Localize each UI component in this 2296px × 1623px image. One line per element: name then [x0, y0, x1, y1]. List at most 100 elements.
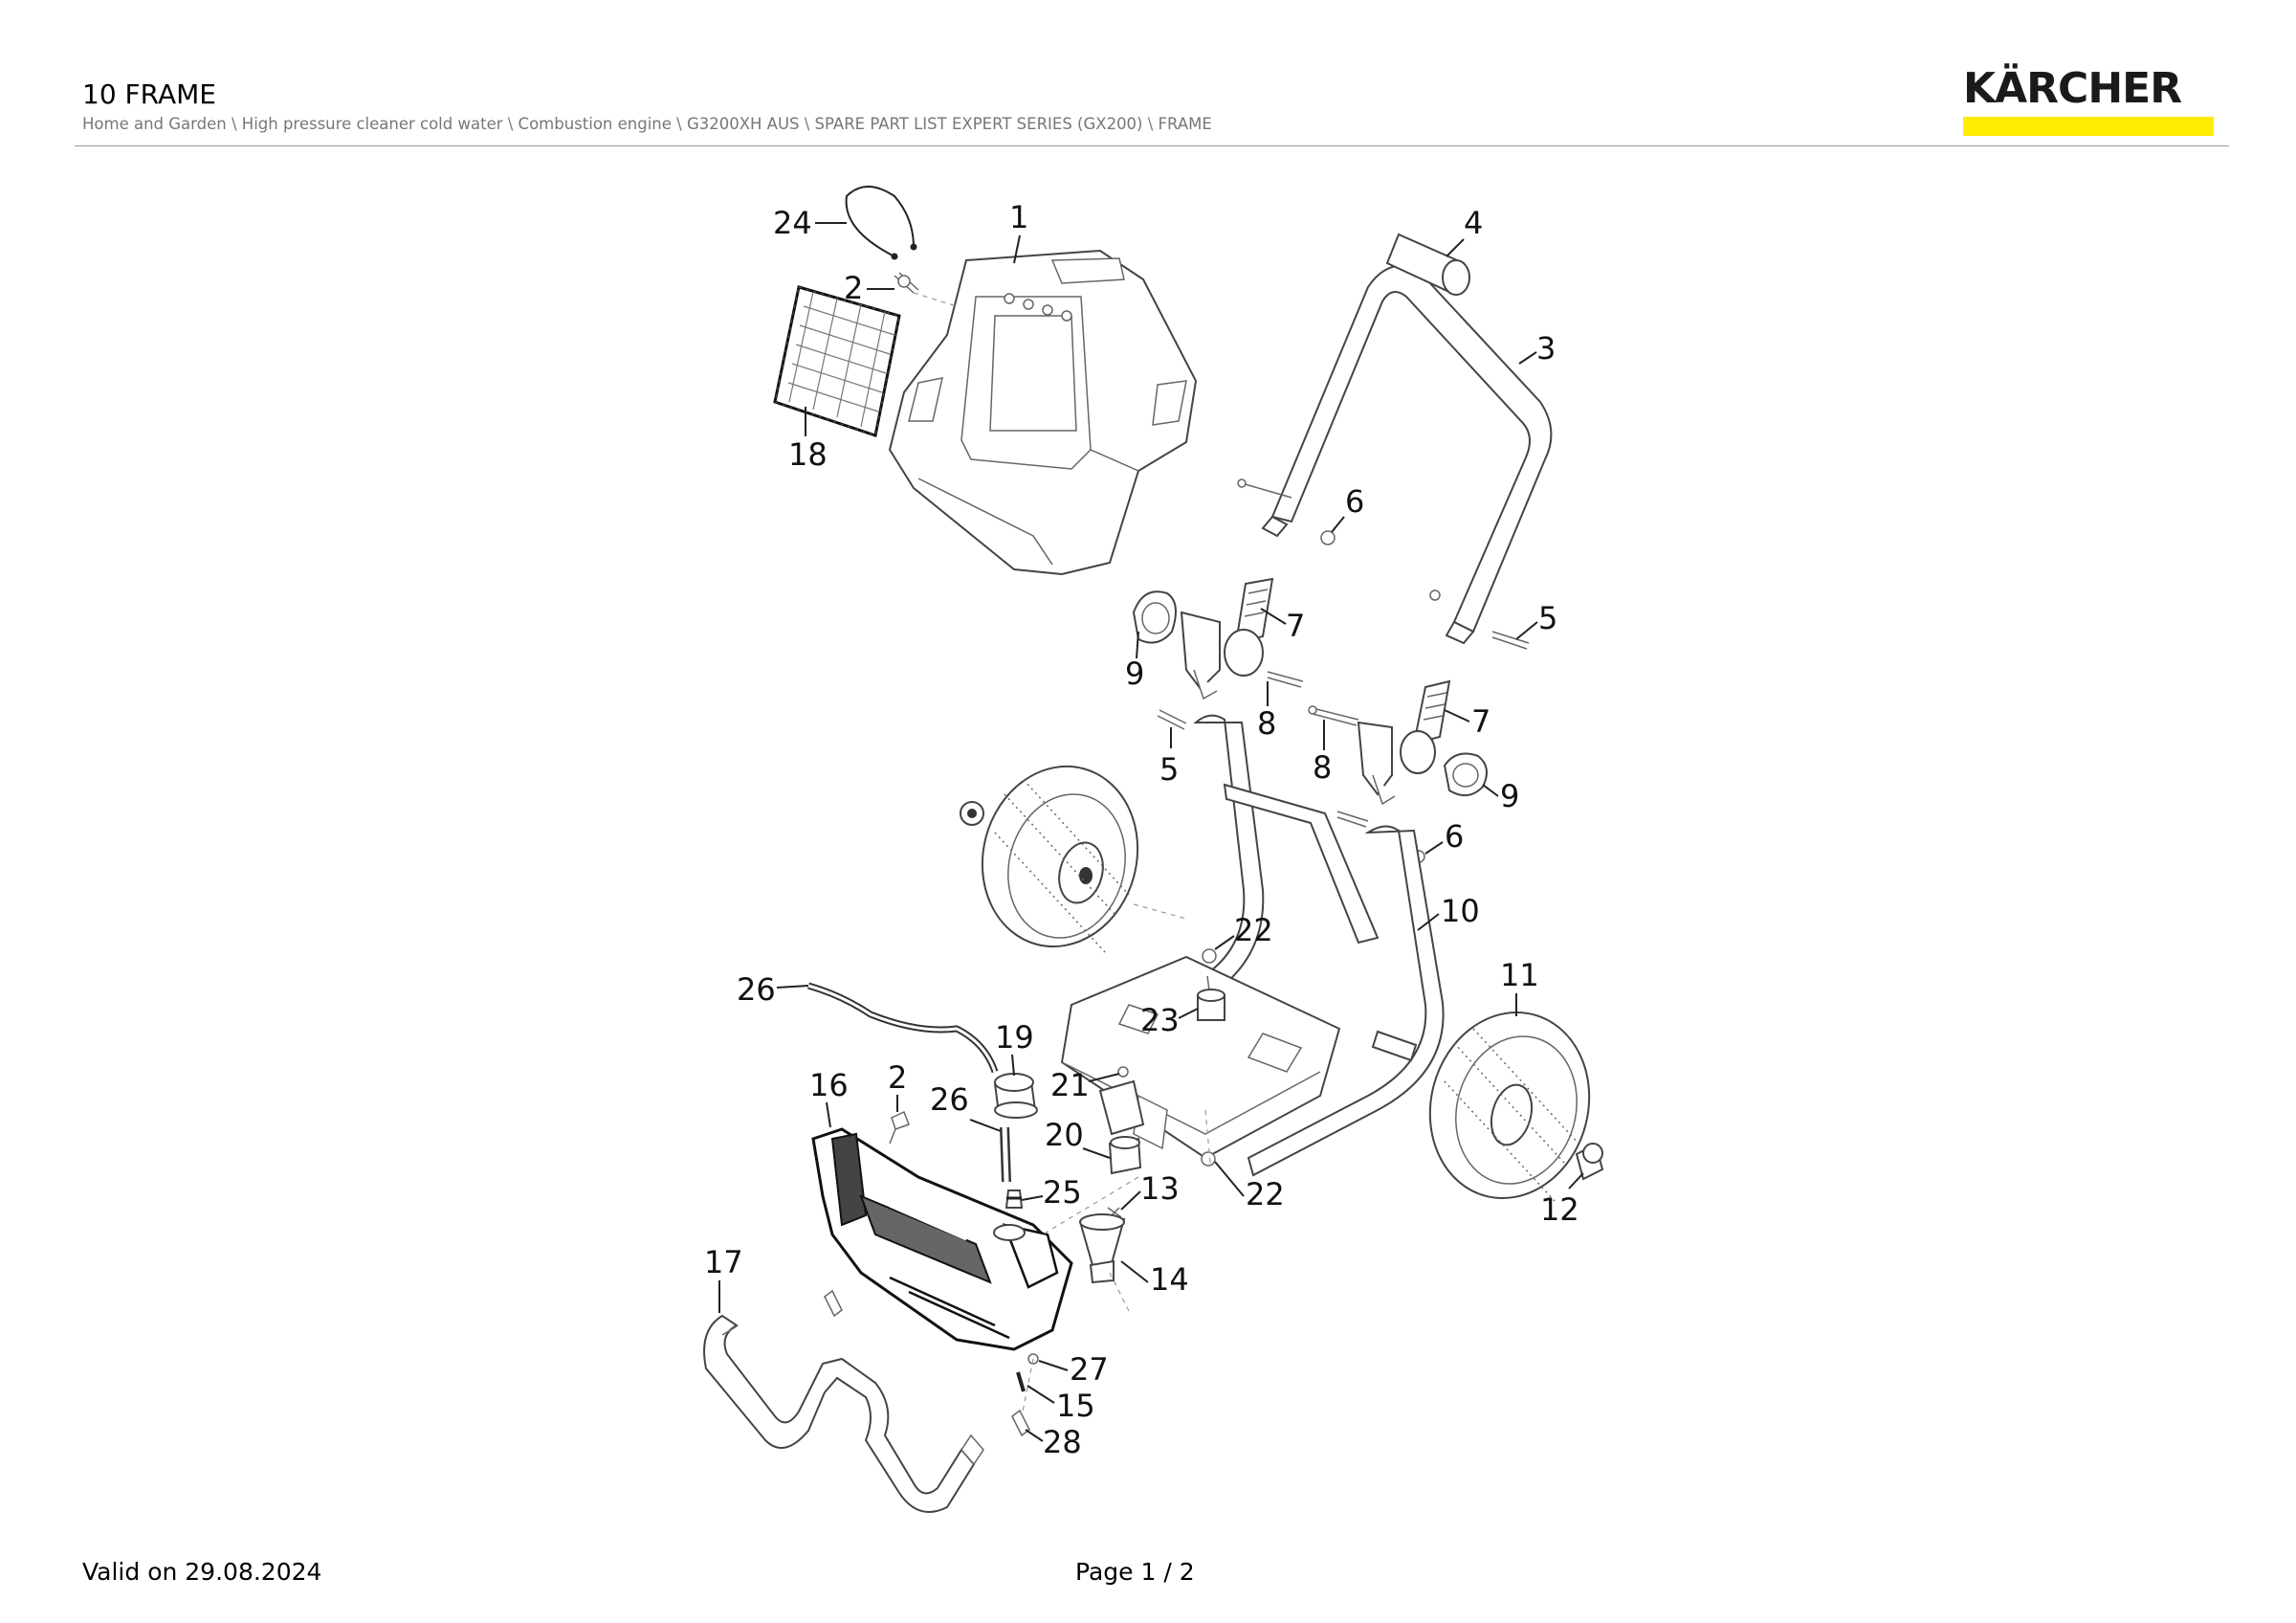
callout-28: 28 — [1025, 1424, 1082, 1460]
callout-26-hose: 26 — [737, 971, 809, 1008]
part-23-mount — [1197, 989, 1225, 1021]
callout-22-lower: 22 — [1214, 1161, 1285, 1212]
svg-text:9: 9 — [1125, 656, 1144, 692]
callout-16: 16 — [809, 1067, 849, 1128]
svg-text:2: 2 — [888, 1059, 907, 1096]
part-25-fitting — [1004, 1189, 1024, 1209]
brand-logo-bar — [1963, 117, 2214, 136]
svg-text:25: 25 — [1043, 1174, 1082, 1211]
part-2-screw-top — [894, 272, 958, 307]
callout-21: 21 — [1050, 1067, 1120, 1103]
callout-13: 13 — [1120, 1170, 1180, 1211]
callout-5-left: 5 — [1159, 727, 1179, 788]
svg-text:11: 11 — [1500, 957, 1539, 993]
validity-date: Valid on 29.08.2024 — [82, 1558, 322, 1586]
svg-text:3: 3 — [1536, 330, 1556, 367]
svg-text:12: 12 — [1540, 1191, 1579, 1228]
callout-8-upper: 8 — [1257, 681, 1276, 742]
part-20-spacer — [1108, 1136, 1142, 1175]
callout-4: 4 — [1446, 205, 1483, 257]
callout-6-top: 6 — [1331, 483, 1364, 533]
part-17-front-tube — [703, 1314, 984, 1513]
callout-10: 10 — [1417, 893, 1480, 931]
callout-20: 20 — [1045, 1117, 1111, 1159]
part-9-knob-lower — [1443, 752, 1488, 797]
svg-text:10: 10 — [1441, 893, 1480, 929]
svg-text:19: 19 — [995, 1019, 1034, 1056]
part-8-bolt-lower — [1308, 705, 1359, 726]
part-19-tank-cap — [993, 1073, 1038, 1119]
callout-19: 19 — [995, 1019, 1034, 1077]
callout-27: 27 — [1038, 1351, 1109, 1388]
callout-7-upper: 7 — [1260, 608, 1305, 644]
part-wheel-left — [960, 765, 1187, 953]
svg-text:13: 13 — [1140, 1170, 1180, 1207]
part-7-clamp-upper — [1224, 577, 1274, 677]
svg-text:8: 8 — [1257, 705, 1276, 742]
part-4-grip — [1385, 233, 1470, 296]
callout-26-short: 26 — [930, 1081, 1002, 1132]
svg-text:26: 26 — [737, 971, 776, 1008]
callout-11: 11 — [1500, 957, 1539, 1016]
part-14-funnel — [1079, 1213, 1126, 1284]
part-6-nut-top — [1237, 478, 1336, 545]
callout-23: 23 — [1140, 1002, 1199, 1038]
callout-8-lower: 8 — [1313, 720, 1332, 786]
svg-text:4: 4 — [1464, 205, 1483, 241]
svg-text:16: 16 — [809, 1067, 849, 1103]
brand-logo-text: KÄRCHER — [1963, 64, 2182, 113]
callout-9-lower: 9 — [1482, 778, 1519, 814]
part-24-loop — [845, 186, 917, 260]
svg-text:17: 17 — [704, 1244, 743, 1280]
part-26-hose-short — [1000, 1126, 1011, 1183]
callout-18: 18 — [788, 407, 828, 473]
svg-text:20: 20 — [1045, 1117, 1084, 1153]
part-clip-left — [824, 1289, 843, 1318]
part-5-bolt-right — [1429, 589, 1530, 650]
part-28-clip — [1011, 1409, 1030, 1437]
callout-5-right: 5 — [1515, 600, 1557, 640]
callout-25: 25 — [1021, 1174, 1082, 1211]
callout-7-lower: 7 — [1444, 703, 1490, 740]
svg-text:5: 5 — [1538, 600, 1557, 636]
callout-17: 17 — [704, 1244, 743, 1313]
svg-text:7: 7 — [1286, 608, 1305, 644]
callout-12: 12 — [1540, 1172, 1584, 1228]
svg-text:6: 6 — [1345, 483, 1364, 520]
part-2-screw-lower — [889, 1110, 910, 1145]
svg-text:23: 23 — [1140, 1002, 1180, 1038]
part-8-bolt-upper — [1267, 671, 1304, 688]
part-21-bracket — [1098, 1066, 1145, 1136]
svg-text:21: 21 — [1050, 1067, 1090, 1103]
svg-text:24: 24 — [773, 205, 812, 241]
callout-2-lower: 2 — [888, 1059, 907, 1112]
svg-text:26: 26 — [930, 1081, 969, 1118]
part-bracket-upper — [1180, 611, 1221, 700]
svg-text:7: 7 — [1471, 703, 1490, 740]
part-10-lower-frame — [1060, 714, 1445, 1177]
breadcrumb: Home and Garden \ High pressure cleaner … — [82, 115, 1212, 133]
part-12-cap — [1575, 1143, 1604, 1181]
part-9-knob-upper — [1132, 590, 1177, 644]
svg-text:22: 22 — [1234, 912, 1273, 948]
svg-text:5: 5 — [1159, 751, 1179, 788]
part-26-hose-long — [807, 982, 999, 1074]
callout-6-lower: 6 — [1424, 818, 1464, 855]
part-engine-cover — [888, 249, 1198, 576]
svg-text:14: 14 — [1150, 1261, 1189, 1298]
callout-9-upper: 9 — [1125, 631, 1144, 692]
header-divider — [75, 145, 2229, 146]
part-bracket-lower — [1357, 721, 1396, 806]
svg-text:22: 22 — [1246, 1176, 1285, 1212]
callout-14: 14 — [1120, 1260, 1189, 1298]
svg-text:27: 27 — [1070, 1351, 1109, 1388]
part-16-front-bumper — [811, 1127, 1073, 1351]
part-3-upper-handle — [1261, 264, 1553, 645]
callout-24: 24 — [773, 205, 847, 241]
part-15-pin — [1016, 1371, 1026, 1392]
svg-text:9: 9 — [1500, 778, 1519, 814]
part-7-clamp-lower — [1400, 679, 1451, 774]
svg-text:6: 6 — [1445, 818, 1464, 855]
callout-22-upper: 22 — [1214, 912, 1273, 950]
